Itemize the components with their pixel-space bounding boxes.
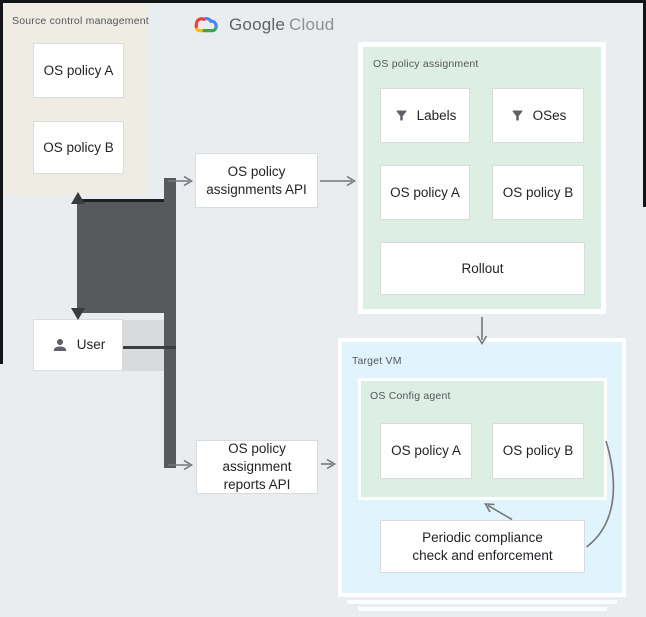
- agent-os-policy-a-label: OS policy A: [391, 443, 461, 459]
- person-icon: [53, 339, 66, 351]
- user-label: User: [76, 337, 106, 353]
- filter-icon: [396, 110, 407, 121]
- agent-os-policy-a-box: OS policy A: [380, 423, 472, 479]
- edge-strip-right: [643, 0, 646, 207]
- os-policy-assignment-title: OS policy assignment: [373, 58, 479, 70]
- edge-strip-left: [0, 0, 3, 364]
- source-os-policy-a-box: OS policy A: [33, 43, 124, 98]
- bundled-connector-block: [77, 199, 164, 313]
- assignment-os-policy-b-label: OS policy B: [502, 184, 574, 200]
- labels-box: Labels: [380, 88, 470, 143]
- google-cloud-icon: [194, 17, 218, 33]
- user-connector-line: [123, 346, 176, 349]
- os-config-agent-title: OS Config agent: [370, 390, 451, 402]
- assignment-os-policy-b-box: OS policy B: [492, 165, 584, 220]
- reports-api-line1: OS policy: [228, 441, 286, 457]
- source-os-policy-b-box: OS policy B: [33, 121, 124, 174]
- rollout-box: Rollout: [380, 242, 585, 295]
- source-control-title: Source control management: [12, 15, 149, 27]
- filter-icon: [512, 110, 523, 121]
- target-vm-title: Target VM: [352, 355, 402, 367]
- stacked-vm-stripe-2: [358, 607, 607, 611]
- assignments-api-line1: OS policy: [227, 163, 286, 179]
- os-config-agent-panel: OS Config agent OS policy A OS policy B: [358, 378, 607, 500]
- source-os-policy-b-label: OS policy B: [43, 139, 114, 155]
- os-policy-assignments-api-box: OS policy assignments API: [195, 153, 318, 208]
- oses-box: OSes: [492, 88, 584, 143]
- oses-label: OSes: [532, 107, 567, 123]
- stacked-vm-stripe-1: [347, 600, 617, 604]
- agent-os-policy-b-label: OS policy B: [502, 443, 574, 459]
- agent-os-policy-b-box: OS policy B: [492, 423, 584, 479]
- edge-strip-top: [0, 0, 646, 3]
- logo-product: Cloud: [289, 15, 335, 34]
- periodic-line1: Periodic compliance: [422, 529, 543, 545]
- reports-api-line3: reports API: [223, 476, 291, 492]
- connector-vertical-bar: [164, 178, 176, 468]
- rollout-label: Rollout: [461, 260, 504, 276]
- reports-api-line2: assignment: [222, 459, 292, 475]
- target-vm-panel: Target VM OS Config agent OS policy A OS…: [338, 338, 626, 597]
- assignments-api-line2: assignments API: [206, 181, 307, 197]
- periodic-compliance-box: Periodic compliance check and enforcemen…: [380, 520, 585, 573]
- user-box: User: [33, 319, 123, 371]
- source-control-panel: Source control management OS policy A OS…: [3, 3, 149, 195]
- labels-label: Labels: [416, 107, 457, 123]
- source-os-policy-a-label: OS policy A: [43, 62, 114, 78]
- os-policy-assignment-reports-api-box: OS policy assignment reports API: [196, 440, 318, 494]
- logo-brand: Google: [229, 15, 286, 34]
- periodic-line2: check and enforcement: [412, 547, 553, 563]
- user-connector-band: [123, 320, 164, 371]
- os-policy-assignment-panel: OS policy assignment Labels OSes OS poli…: [358, 42, 606, 314]
- assignment-os-policy-a-label: OS policy A: [390, 184, 460, 200]
- assignment-os-policy-a-box: OS policy A: [380, 165, 470, 220]
